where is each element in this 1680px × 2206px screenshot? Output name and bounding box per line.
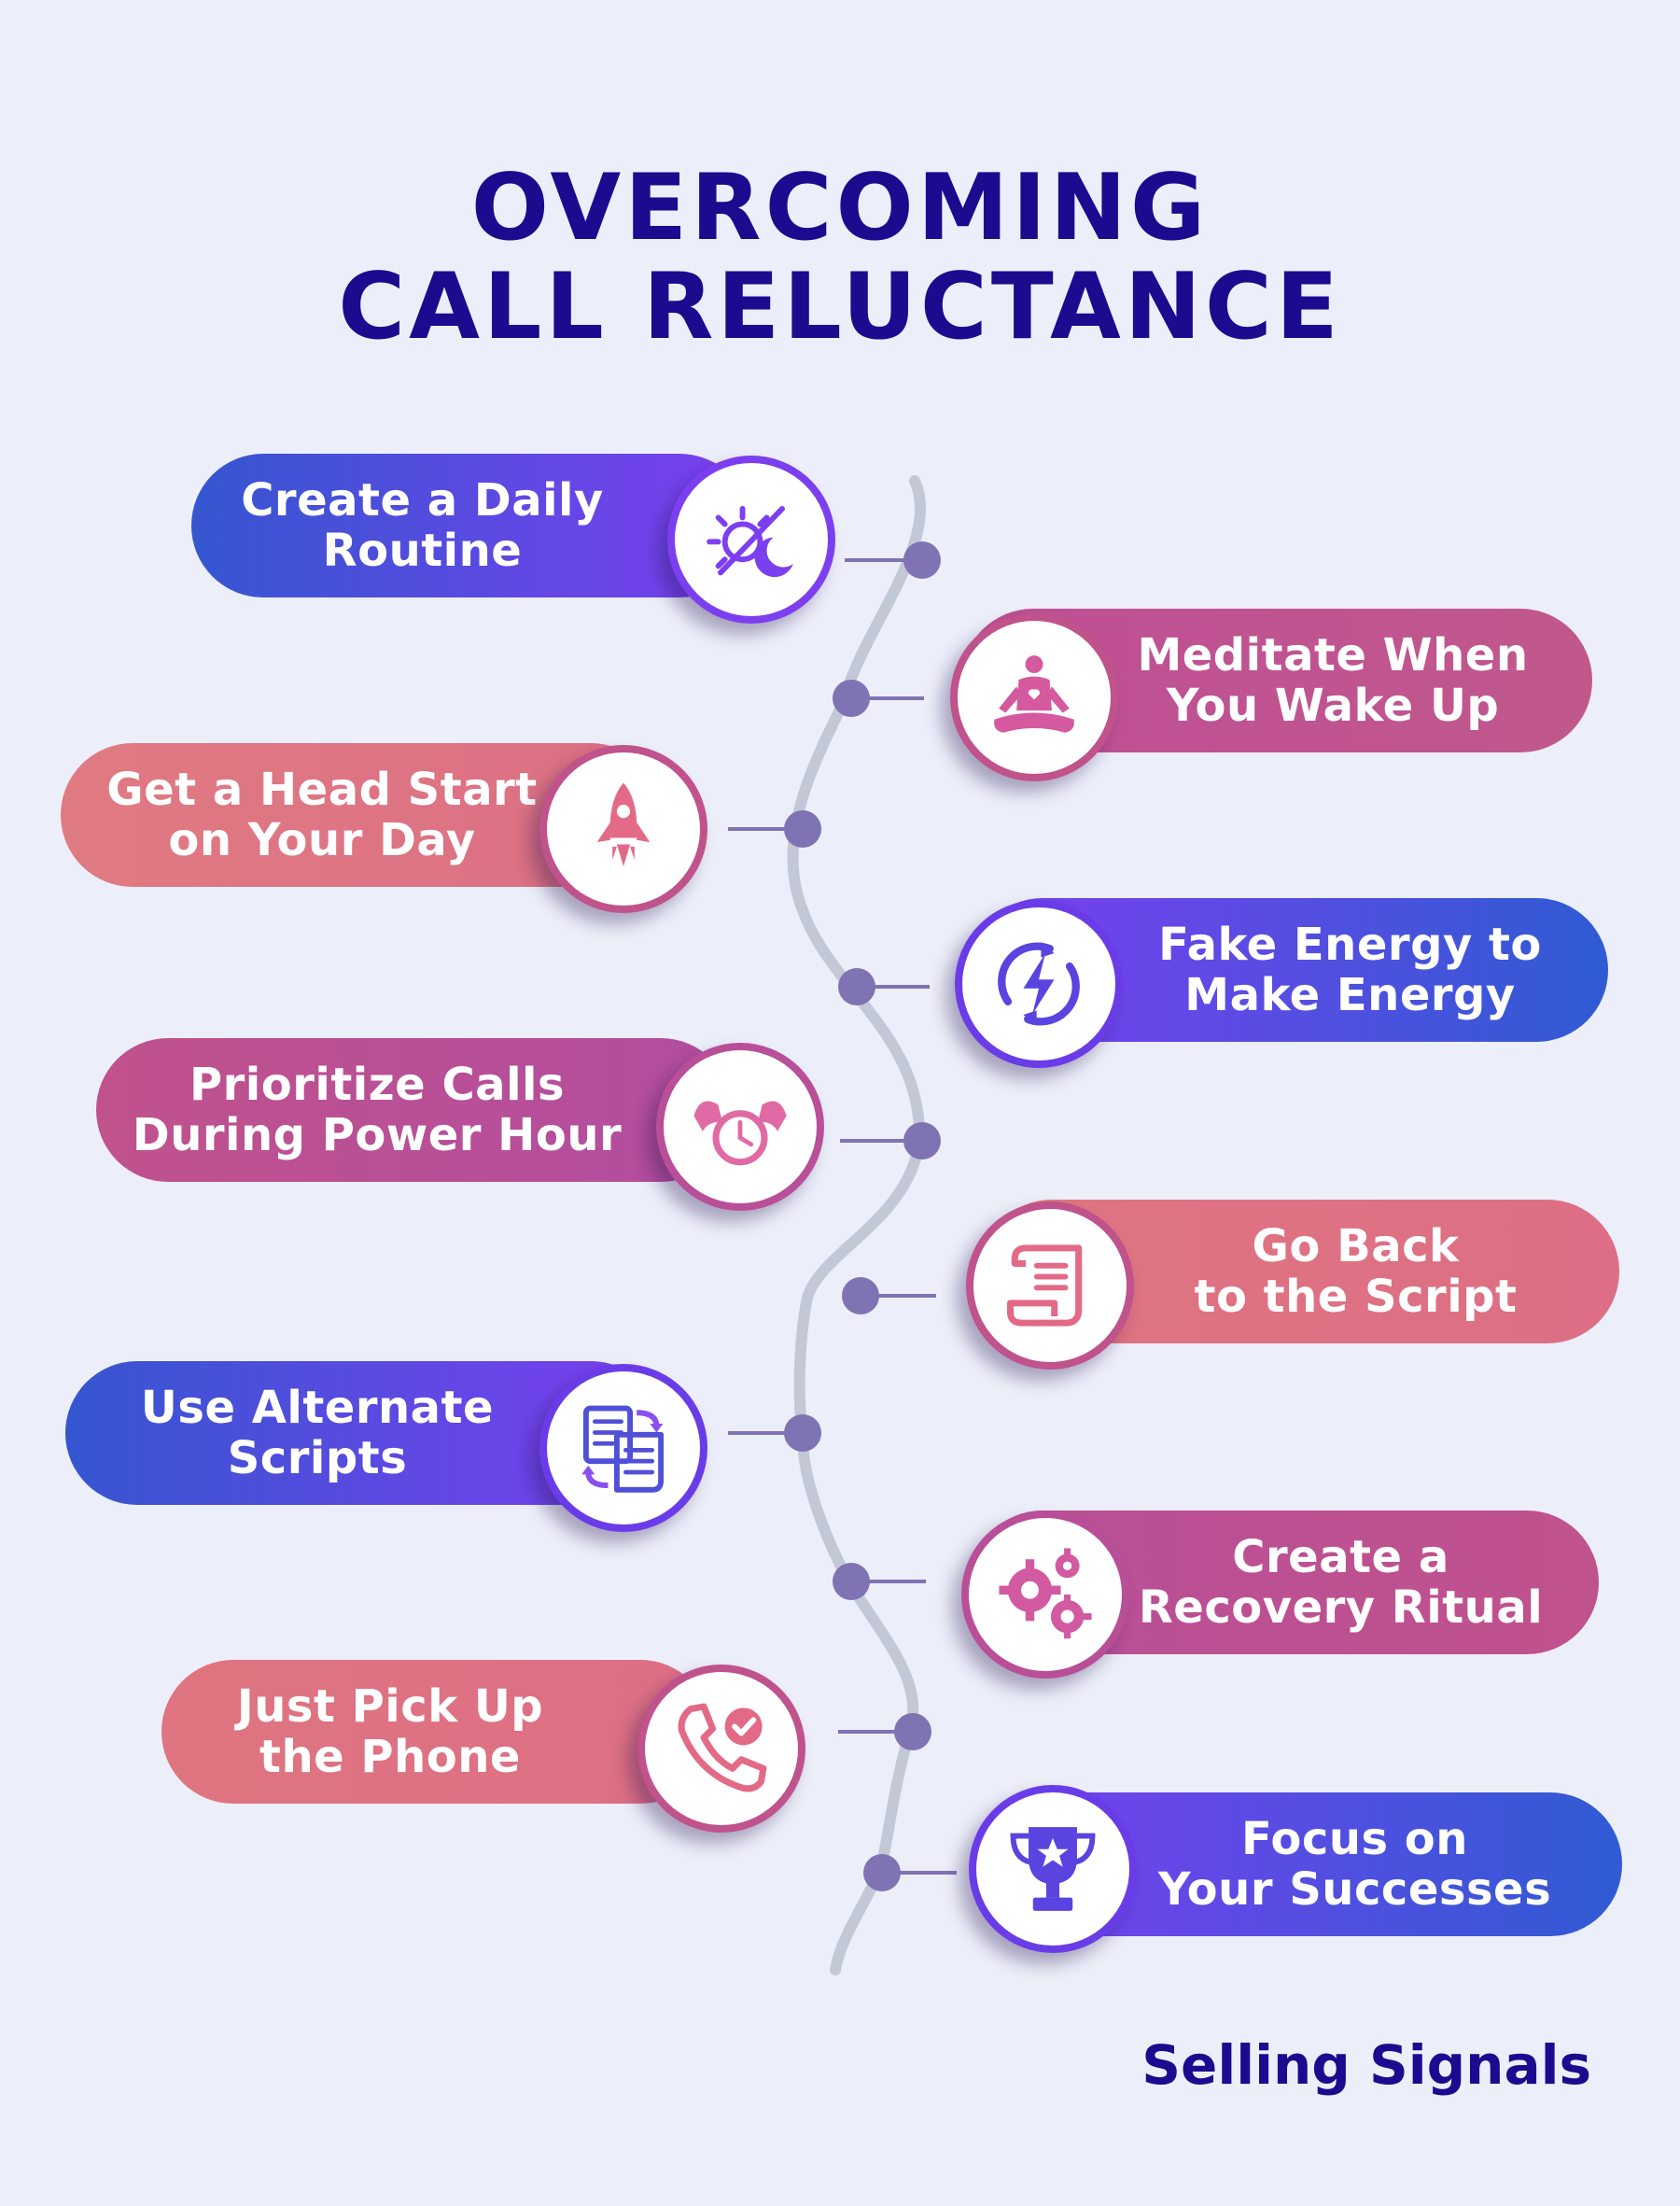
meditation-icon	[950, 613, 1118, 781]
title-line-2: CALL RELUCTANCE	[338, 254, 1342, 360]
connector-dot	[894, 1713, 931, 1750]
step-label: Create a Daily Routine	[241, 474, 604, 577]
connector-dot	[903, 1122, 941, 1159]
step-label: Meditate When You Wake Up	[1137, 629, 1529, 732]
step-label: Get a Head Start on Your Day	[106, 764, 538, 866]
brand-name: Selling Signals	[1141, 2033, 1591, 2097]
step-alternate-scripts: Use Alternate Scripts	[0, 1361, 1680, 1548]
step-label: Create a Recovery Ritual	[1138, 1531, 1544, 1634]
step-label: Focus on Your Successes	[1157, 1813, 1552, 1916]
step-meditate: Meditate When You Wake Up	[0, 609, 1680, 795]
sun-moon-icon	[667, 456, 835, 624]
step-head-start: Get a Head Start on Your Day	[0, 743, 1680, 930]
alternate-scripts-icon	[539, 1364, 707, 1532]
connector-dot	[833, 1563, 870, 1600]
muscle-clock-icon	[656, 1043, 824, 1211]
step-recovery-ritual: Create a Recovery Ritual	[0, 1510, 1680, 1697]
step-create-daily-routine: Create a Daily Routine	[0, 454, 1680, 640]
title-line-1: OVERCOMING	[470, 155, 1210, 261]
step-pill: Just Pick Up the Phone	[161, 1660, 712, 1804]
trophy-icon	[969, 1785, 1137, 1953]
step-label: Use Alternate Scripts	[140, 1382, 495, 1484]
connector-dot	[903, 541, 941, 579]
step-focus-successes: Focus on Your Successes	[0, 1785, 1680, 1979]
step-label: Prioritize Calls During Power Hour	[132, 1059, 623, 1161]
step-label: Just Pick Up the Phone	[236, 1680, 544, 1783]
step-label: Fake Energy to Make Energy	[1158, 919, 1542, 1021]
connector-dot	[842, 1277, 879, 1314]
connector-dot	[784, 1414, 821, 1452]
step-back-to-script: Go Back to the Script	[0, 1200, 1680, 1386]
phone-check-icon	[637, 1665, 805, 1833]
connector-dot	[784, 810, 821, 848]
connector-dot	[863, 1854, 901, 1891]
connector-dot	[838, 968, 875, 1005]
gears-icon	[961, 1510, 1129, 1679]
step-power-hour: Prioritize Calls During Power Hour	[0, 1038, 1680, 1225]
spine-path	[787, 475, 926, 1975]
rocket-icon	[539, 745, 707, 913]
energy-bolt-icon	[955, 900, 1123, 1068]
step-fake-energy: Fake Energy to Make Energy	[0, 898, 1680, 1085]
page-title: OVERCOMING CALL RELUCTANCE	[0, 159, 1680, 357]
connector-dot	[833, 680, 870, 717]
scroll-icon	[966, 1201, 1134, 1370]
step-label: Go Back to the Script	[1194, 1220, 1518, 1323]
step-pick-up-phone: Just Pick Up the Phone	[0, 1660, 1680, 1847]
step-pill: Prioritize Calls During Power Hour	[96, 1038, 733, 1182]
step-pill: Create a Daily Routine	[191, 454, 751, 597]
